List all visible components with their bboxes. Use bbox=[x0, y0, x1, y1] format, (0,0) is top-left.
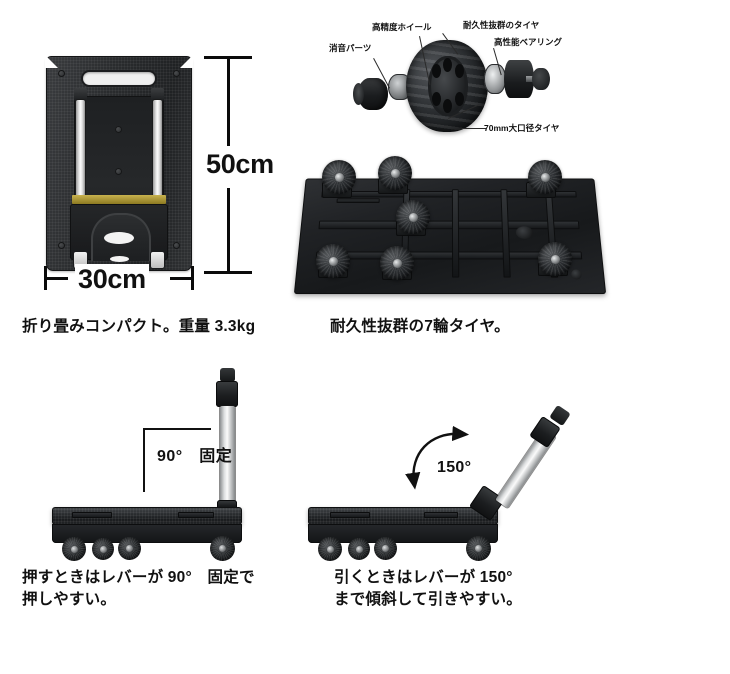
deck-oval-slot bbox=[104, 232, 134, 244]
dimension-tick-bottom bbox=[204, 271, 252, 274]
telescoping-rail-left bbox=[76, 100, 85, 258]
pull-cart-wheel bbox=[374, 537, 397, 560]
panel-seven-wheel-platform bbox=[286, 146, 616, 306]
pull-deck-latch bbox=[424, 512, 458, 518]
caster-wheel bbox=[538, 242, 572, 276]
deck-oval-slot-small bbox=[110, 256, 129, 262]
dimension-stem-upper bbox=[227, 58, 230, 146]
push-cart-deck bbox=[52, 507, 242, 525]
dimension-label-width: 30cm bbox=[75, 264, 149, 295]
caster-wheel bbox=[528, 160, 562, 194]
dimension-stem-lower bbox=[227, 188, 230, 272]
push-cart-wheel bbox=[118, 537, 141, 560]
silencer-part-image bbox=[353, 78, 388, 110]
hub-hole bbox=[432, 64, 441, 78]
precision-wheel-hub bbox=[428, 56, 468, 116]
folded-foot-right bbox=[151, 252, 164, 268]
callout-high-performance-bearing: 高性能ベアリング bbox=[494, 37, 563, 47]
caster-wheel bbox=[396, 200, 430, 234]
push-deck-latch bbox=[178, 512, 214, 518]
caster-wheel bbox=[316, 244, 350, 278]
push-pole-shaft bbox=[220, 406, 235, 506]
pull-cart-wheel bbox=[348, 538, 370, 560]
rail-cap-left bbox=[74, 88, 87, 101]
pull-cart-wheel bbox=[318, 537, 342, 561]
folded-cart-image bbox=[45, 55, 193, 271]
dimension-stem-right bbox=[170, 277, 192, 280]
caster-wheel bbox=[380, 246, 414, 280]
leader-line-large-bore-tire-tail bbox=[462, 128, 486, 129]
angle-label-150: 150° bbox=[437, 459, 472, 476]
caption-push-mode: 押すときはレバーが 90° 固定で 押しやすい。 bbox=[22, 569, 255, 609]
dimension-line-width bbox=[44, 266, 194, 290]
deck-screw bbox=[173, 242, 180, 249]
deck-screw bbox=[173, 70, 180, 77]
angle-indicator-150 bbox=[405, 425, 470, 490]
caption-folded-cart: 折り畳みコンパクト。重量 3.3kg bbox=[22, 318, 256, 335]
dimension-line-height bbox=[204, 54, 252, 276]
pull-cart-deck bbox=[308, 507, 498, 525]
dimension-tick-top bbox=[204, 56, 252, 59]
dimension-tick-right bbox=[191, 266, 194, 290]
hub-hole bbox=[455, 92, 464, 106]
caster-wheel bbox=[378, 156, 412, 190]
panel-exploded-wheel: 消音パーツ 高精度ホイール 耐久性抜群のタイヤ 高性能ベアリング 70mm大口径… bbox=[0, 0, 730, 150]
push-pole-grip bbox=[220, 368, 235, 382]
caption-pull-mode: 引くときはレバーが 150° まで傾斜して引きやすい。 bbox=[334, 569, 522, 609]
push-cart-wheel bbox=[210, 536, 235, 561]
callout-silencer-part: 消音パーツ bbox=[329, 43, 372, 53]
angle-indicator-90 bbox=[143, 428, 211, 492]
carry-handle-slot bbox=[83, 72, 155, 85]
angle-label-90: 90° 固定 bbox=[157, 448, 233, 465]
push-cart-wheel bbox=[62, 537, 86, 561]
deck-screw bbox=[58, 242, 65, 249]
axle-end-cap bbox=[532, 68, 550, 90]
deck-screw bbox=[115, 168, 122, 175]
hub-hole bbox=[443, 99, 452, 113]
dimension-label-height: 50cm bbox=[204, 149, 276, 180]
push-cart-wheel bbox=[92, 538, 114, 560]
callout-durable-tire: 耐久性抜群のタイヤ bbox=[463, 20, 540, 30]
caption-seven-wheel: 耐久性抜群の7輪タイヤ。 bbox=[330, 318, 510, 335]
deck-screw bbox=[58, 70, 65, 77]
hub-hole bbox=[443, 58, 452, 72]
durable-tire-image bbox=[406, 40, 488, 132]
panel-folded-cart: 50cm 30cm bbox=[0, 0, 300, 310]
callout-large-bore-tire: 70mm大口径タイヤ bbox=[484, 123, 560, 133]
caster-wheel bbox=[322, 160, 356, 194]
telescoping-rail-right bbox=[153, 100, 162, 258]
rail-cap-right bbox=[151, 88, 164, 101]
pull-deck-slot bbox=[330, 512, 370, 518]
brass-crossbar bbox=[72, 195, 166, 204]
hub-hole bbox=[455, 64, 464, 78]
push-pole-joint-lower bbox=[217, 500, 237, 510]
push-pole-joint-upper bbox=[216, 381, 238, 407]
dimension-stem-left bbox=[46, 277, 68, 280]
dimension-tick-left bbox=[44, 266, 47, 290]
push-deck-slot bbox=[72, 512, 112, 518]
deck-screw bbox=[115, 126, 122, 133]
callout-precision-wheel: 高精度ホイール bbox=[372, 22, 432, 32]
hub-hole bbox=[432, 92, 441, 106]
pull-cart-wheel bbox=[466, 536, 491, 561]
